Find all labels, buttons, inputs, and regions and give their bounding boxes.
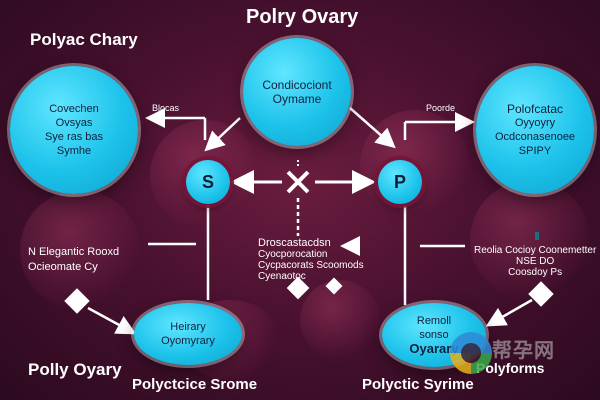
left-side-line: N Elegantic Rooxd: [28, 246, 120, 258]
node-p: P: [378, 160, 422, 204]
corner-title: Polyac Chary: [30, 30, 138, 49]
background-blob: [470, 180, 590, 300]
bottom-left-line: Heirary: [170, 321, 206, 333]
bottom-right-line: Oyarary: [409, 341, 459, 356]
bottom-label-right: Polyforms: [476, 360, 545, 376]
left-node-line: Covechen: [49, 103, 99, 115]
bottom-right-line: sonso: [419, 329, 449, 341]
center-text-line: Cycpacorats Scoomods: [258, 260, 364, 271]
watermark-text: 帮孕网: [492, 338, 555, 362]
left-node-line: Symhe: [56, 145, 92, 157]
right-side-line: NSE DO: [515, 256, 555, 267]
center-text-line: Cyenaotoc: [258, 271, 306, 282]
bottom-right-line: Remoll: [416, 315, 452, 327]
arrow-diamond-to-bottom-left: [87, 306, 137, 335]
arrow-diamond-to-bottom-right: [485, 298, 533, 327]
arrow-top-to-p: [349, 107, 396, 149]
left-arrow-label: Blocas: [152, 103, 180, 113]
left-node-line: Sye ras bas: [44, 131, 104, 143]
bottom-left-node: Heirary Oyomyrary: [134, 303, 242, 365]
node-s: S: [186, 160, 230, 204]
top-node-line: Condicociont: [262, 78, 332, 92]
right-node-line: SPIPY: [518, 145, 552, 157]
bottom-label-center-left: Polyctcice Srome: [132, 376, 258, 393]
background-blob: [20, 190, 140, 310]
diagram-title: Polry Ovary: [246, 6, 359, 28]
top-node: Condicociont Oymame: [243, 38, 351, 146]
center-text-line: Cyocporocation: [258, 249, 328, 260]
right-node-line: Oyyoyry: [514, 117, 556, 129]
bottom-left-line: Oyomyrary: [161, 335, 215, 347]
right-side-line: Coosdoy Ps: [508, 267, 563, 278]
bottom-label-left: Polly Oyary: [28, 360, 122, 379]
right-side-line: Reolia Cocioy Coonemetter: [474, 245, 597, 256]
right-node: Polofcatac Oyyoyry Ocdconasenoee SPIPY: [476, 66, 594, 194]
center-text-line: Droscastacdsn: [258, 237, 331, 249]
arrow-top-to-s: [204, 117, 241, 152]
left-node: Covechen Ovsyas Sye ras bas Symhe: [10, 66, 138, 194]
right-side-text: Reolia Cocioy Coonemetter NSE DO Coosdoy…: [474, 245, 596, 278]
watermark-logo-icon: [450, 332, 492, 374]
right-node-line: Polofcatac: [506, 102, 564, 116]
right-arrow-label: Poorde: [426, 103, 456, 113]
background-blob: [300, 280, 380, 360]
top-node-line: Oymame: [272, 92, 322, 106]
center-text: Droscastacdsn Cyocporocation Cycpacorats…: [258, 237, 364, 283]
left-side-text: N Elegantic Rooxd Ocieomate Cy: [28, 245, 119, 275]
cross-line: [286, 170, 310, 194]
bottom-label-center-right: Polyctic Syrime: [362, 376, 474, 393]
right-node-line: Ocdconasenoee: [494, 131, 576, 143]
left-side-line: Ocieomate Cy: [28, 261, 98, 273]
left-node-line: Ovsyas: [55, 117, 93, 129]
